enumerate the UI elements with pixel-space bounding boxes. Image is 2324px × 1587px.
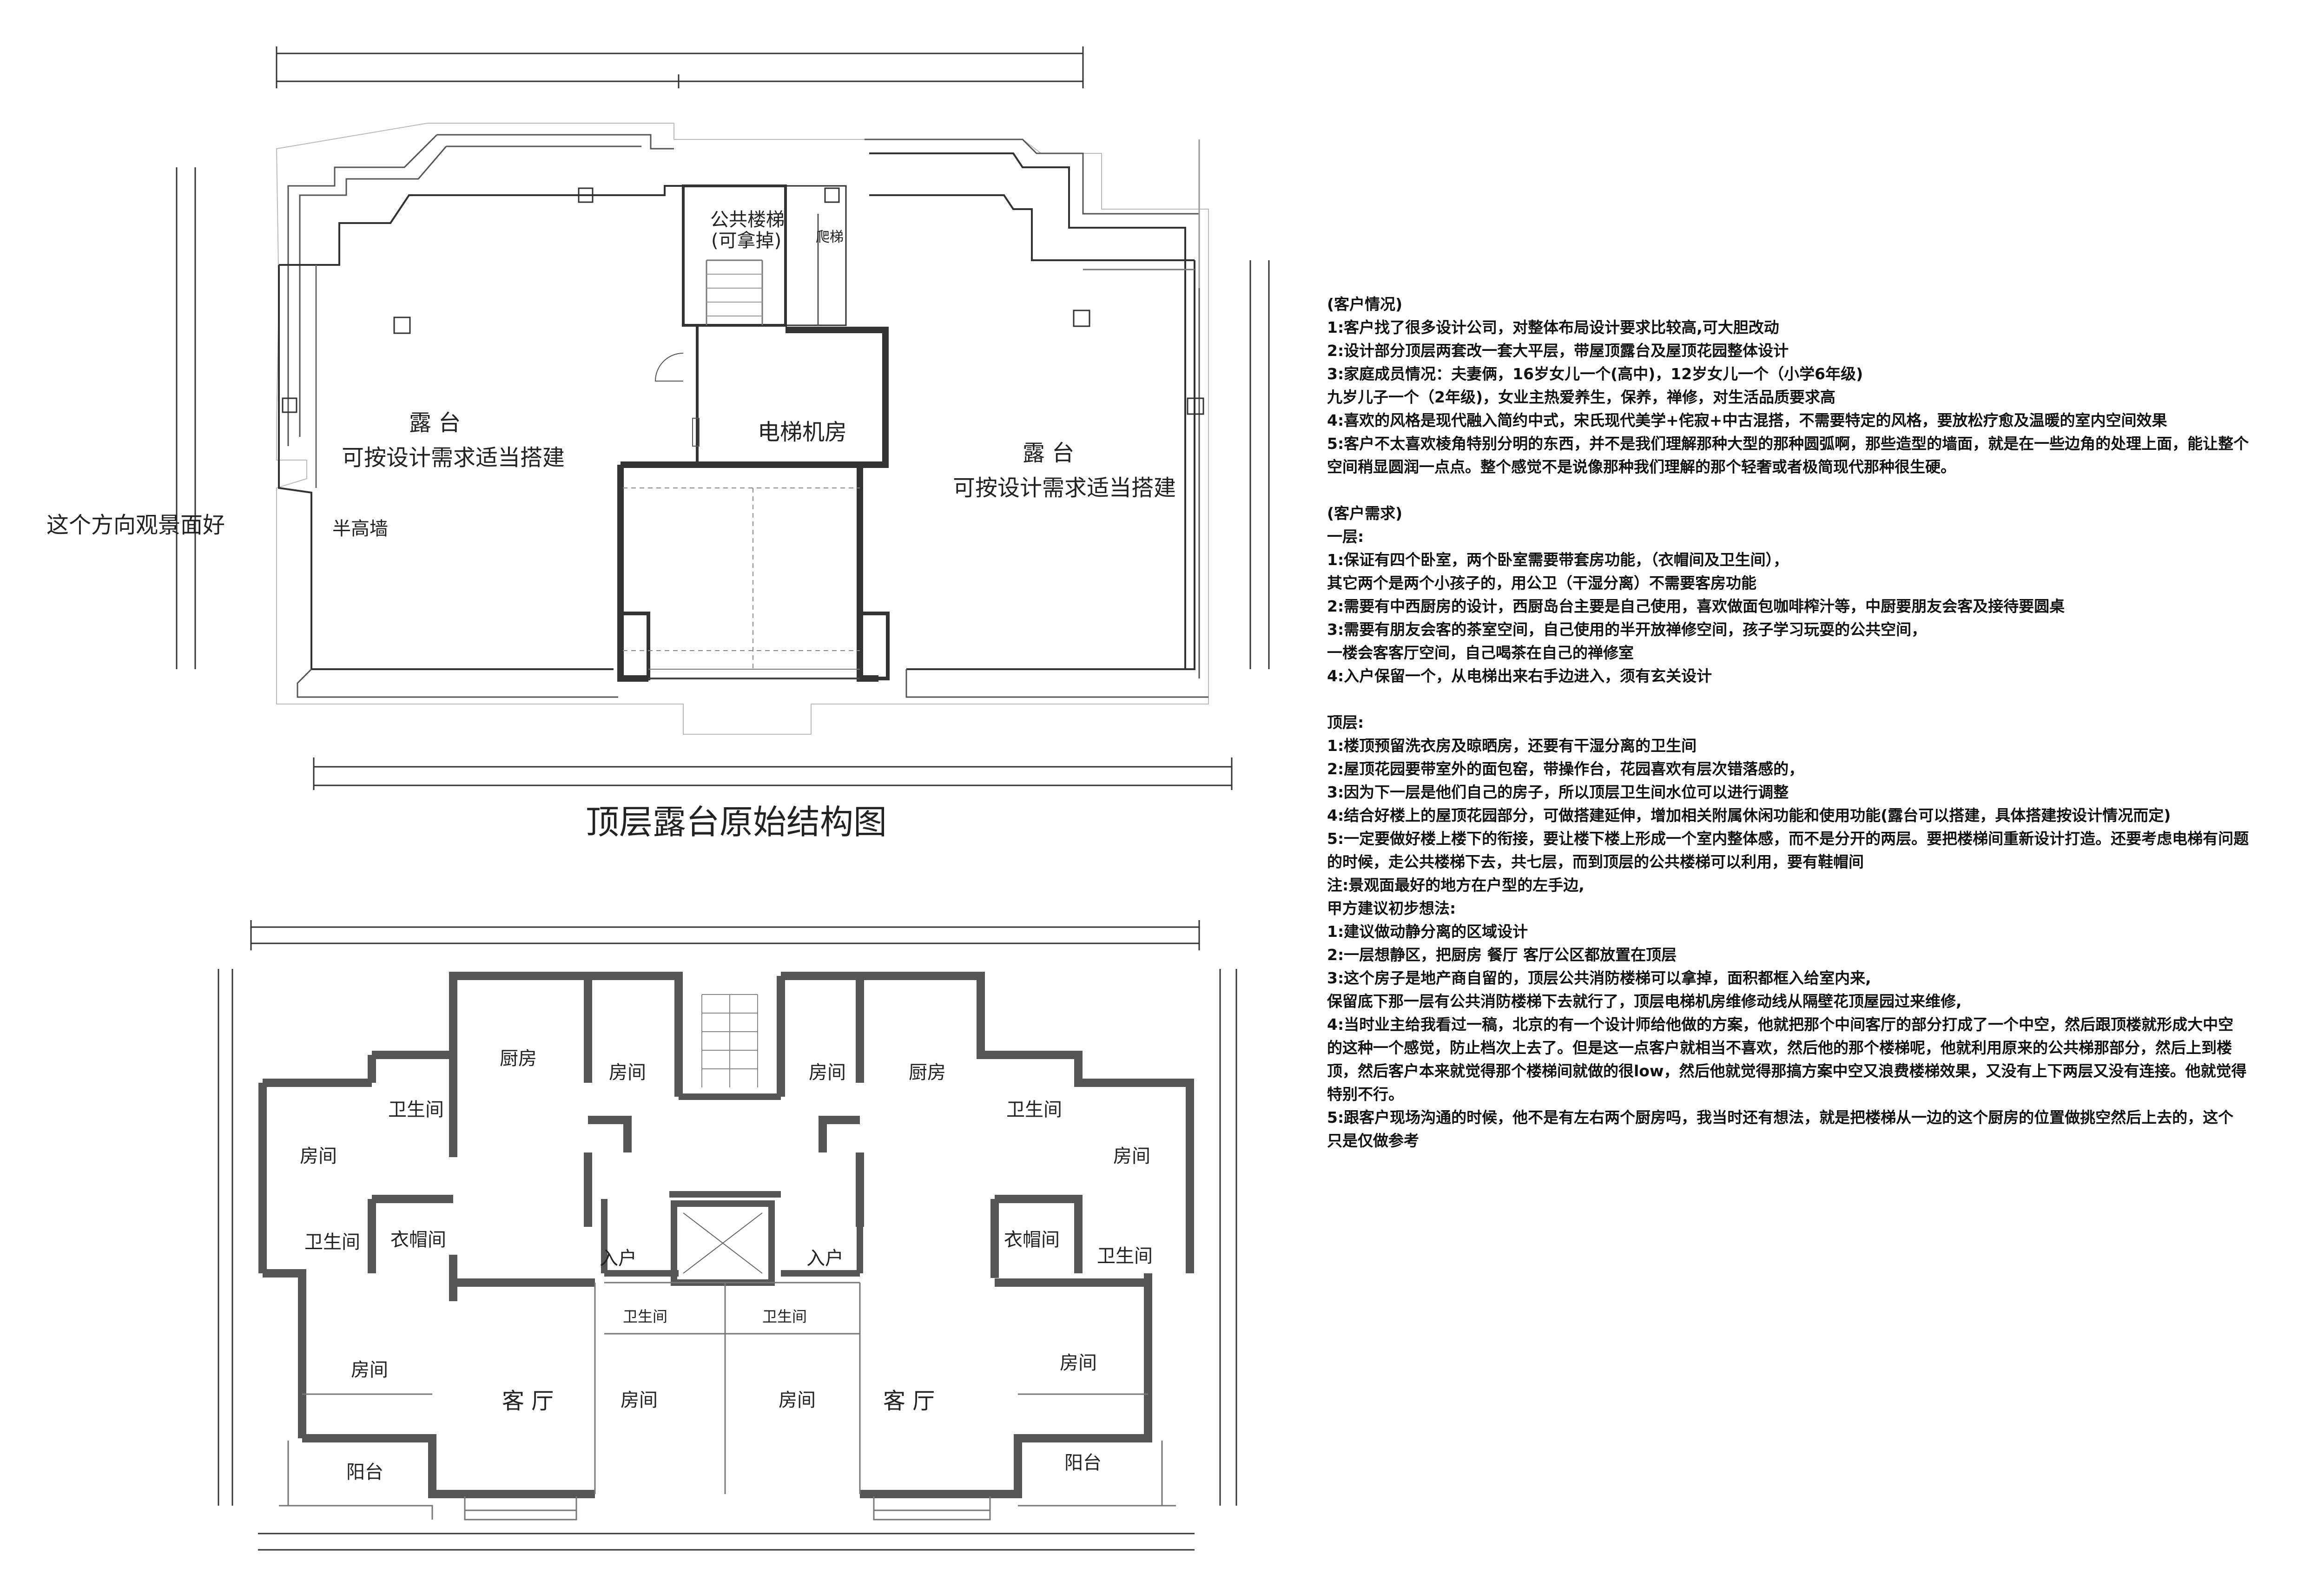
living-left: 客 厅 (502, 1388, 554, 1414)
note-line: 顶，然后客户本来就觉得那个楼梯间就做的很low，然后他就觉得那搞方案中空又浪费楼… (1327, 1062, 2247, 1080)
room-bath-left-2: 卫生间 (304, 1231, 360, 1253)
note-line: 5:一定要做好楼上楼下的衔接，要让楼下楼上形成一个室内整体感，而不是分开的两层。… (1327, 830, 2249, 848)
note-line: 其它两个是两个小孩子的，用公卫（干湿分离）不需要客房功能 (1327, 574, 1756, 592)
room-center-left: 房间 (621, 1389, 658, 1411)
stair-sub-label: (可拿掉) (711, 230, 782, 251)
note-line: (客户需求) (1327, 504, 1403, 522)
note-line: 九岁儿子一个（2年级)，女业主热爱养生，保养，禅修，对生活品质要求高 (1327, 388, 1836, 406)
room-left-2: 房间 (300, 1146, 337, 1167)
note-line: 2:一层想静区，把厨房 餐厅 客厅公区都放置在顶层 (1327, 946, 1677, 964)
room-center-right: 房间 (779, 1389, 816, 1411)
note-line: 4:喜欢的风格是现代融入简约中式，宋氏现代美学+侘寂+中古混搭，不需要特定的风格… (1327, 411, 2167, 429)
note-line: 顶层: (1327, 713, 1364, 731)
note-line: 4:当时业主给我看过一稿，北京的有一个设计师给他做的方案，他就把那个中间客厅的部… (1327, 1015, 2234, 1034)
top-plan-title: 顶层露台原始结构图 (586, 803, 887, 842)
note-line: (客户情况) (1327, 295, 1403, 313)
note-line: 3:因为下一层是他们自己的房子，所以顶层卫生间水位可以进行调整 (1327, 783, 1789, 801)
note-line: 1:客户找了很多设计公司，对整体布局设计要求比较高,可大胆改动 (1327, 318, 1779, 336)
note-line: 4:结合好楼上的屋顶花园部分，可做搭建延伸，增加相关附属休闲功能和使用功能(露台… (1327, 806, 2171, 824)
note-line: 1:保证有四个卧室，两个卧室需要带套房功能，（衣帽间及卫生间）， (1327, 551, 1789, 569)
note-spacer (1327, 479, 2312, 502)
note-line: 1:建议做动静分离的区域设计 (1327, 922, 1528, 941)
room-right-2: 房间 (1113, 1146, 1150, 1167)
bath-center-right: 卫生间 (762, 1308, 807, 1325)
note-line: 4:入户保留一个，从电梯出来右手边进入，须有玄关设计 (1327, 667, 1712, 685)
view-note: 这个方向观景面好 (46, 512, 225, 538)
terrace-left-sub: 可按设计需求适当搭建 (342, 445, 565, 471)
room-kitchen-right: 厨房 (909, 1062, 946, 1083)
room-closet-right: 衣帽间 (1004, 1229, 1060, 1251)
room-right-1: 房间 (809, 1062, 846, 1083)
bath-center-left: 卫生间 (623, 1308, 668, 1325)
entry-left: 入户 (600, 1248, 637, 1269)
note-line: 5:客户不太喜欢棱角特别分明的东西，并不是我们理解那种大型的那种圆弧啊，那些造型… (1327, 435, 2249, 453)
note-line: 的时候，走公共楼梯下去，共七层，而到顶层的公共楼梯可以利用，要有鞋帽间 (1327, 853, 1864, 871)
room-bath-left-1: 卫生间 (388, 1099, 444, 1120)
note-line: 5:跟客户现场沟通的时候，他不是有左右两个厨房吗，我当时还有想法，就是把楼梯从一… (1327, 1108, 2234, 1126)
note-line: 一楼会客客厅空间，自己喝茶在自己的禅修室 (1327, 644, 1634, 662)
half-wall-label: 半高墙 (332, 518, 388, 540)
top-plan (176, 46, 1270, 790)
note-line: 空间稍显圆润一点点。整个感觉不是说像那种我们理解的那个轻奢或者极简现代那种很生硬… (1327, 458, 1956, 476)
terrace-right-sub: 可按设计需求适当搭建 (953, 475, 1176, 501)
room-kitchen-left: 厨房 (500, 1048, 537, 1069)
note-line: 只是仅做参考 (1327, 1132, 1419, 1150)
note-line: 2:设计部分顶层两套改一套大平层，带屋顶露台及屋顶花园整体设计 (1327, 342, 1789, 360)
living-right: 客 厅 (883, 1388, 935, 1414)
stair-label: 公共楼梯 (710, 209, 785, 230)
entry-right: 入户 (806, 1248, 844, 1269)
note-line: 3:家庭成员情况：夫妻俩，16岁女儿一个(高中)，12岁女儿一个（小学6年级) (1327, 365, 1863, 383)
ladder-label: 爬梯 (816, 229, 844, 245)
elevator-room-label: 电梯机房 (758, 419, 847, 445)
terrace-right-label: 露 台 (1023, 440, 1075, 466)
balcony-right: 阳台 (1064, 1452, 1102, 1474)
note-line: 一层: (1327, 527, 1364, 546)
note-line: 保留底下那一层有公共消防楼梯下去就行了，顶层电梯机房维修动线从隔壁花顶屋园过来维… (1327, 992, 1962, 1010)
room-left-1: 房间 (609, 1062, 646, 1083)
note-line: 2:需要有中西厨房的设计，西厨岛台主要是自己使用，喜欢做面包咖啡榨汁等，中厨要朋… (1327, 597, 2065, 615)
note-spacer (1327, 688, 2312, 711)
note-line: 3:这个房子是地产商自留的，顶层公共消防楼梯可以拿掉，面积都框入给室内来, (1327, 969, 1871, 987)
note-line: 1:楼顶预留洗衣房及晾晒房，还要有干湿分离的卫生间 (1327, 737, 1697, 755)
room-bath-right-1: 卫生间 (1006, 1099, 1062, 1120)
note-line: 3:需要有朋友会客的茶室空间，自己使用的半开放禅修空间，孩子学习玩耍的公共空间， (1327, 620, 1927, 639)
balcony-left: 阳台 (346, 1462, 383, 1483)
room-bath-right-2: 卫生间 (1097, 1245, 1153, 1267)
note-line: 2:屋顶花园要带室外的面包窑，带操作台，花园喜欢有层次错落感的， (1327, 760, 1804, 778)
note-line: 特别不行。 (1327, 1085, 1404, 1103)
terrace-left-label: 露 台 (409, 410, 461, 436)
design-notes: (客户情况) 1:客户找了很多设计公司，对整体布局设计要求比较高,可大胆改动 2… (1327, 293, 2312, 1152)
room-closet-left: 衣帽间 (390, 1229, 446, 1251)
note-line: 甲方建议初步想法: (1327, 899, 1456, 917)
room-left-3: 房间 (351, 1359, 388, 1381)
note-line: 的这种一个感觉，防止档次上去了。但是这一点客户就相当不喜欢，然后他的那个楼梯呢，… (1327, 1039, 2232, 1057)
note-line: 注:景观面最好的地方在户型的左手边, (1327, 876, 1585, 894)
bottom-plan (218, 920, 1237, 1551)
room-right-3: 房间 (1060, 1352, 1097, 1374)
